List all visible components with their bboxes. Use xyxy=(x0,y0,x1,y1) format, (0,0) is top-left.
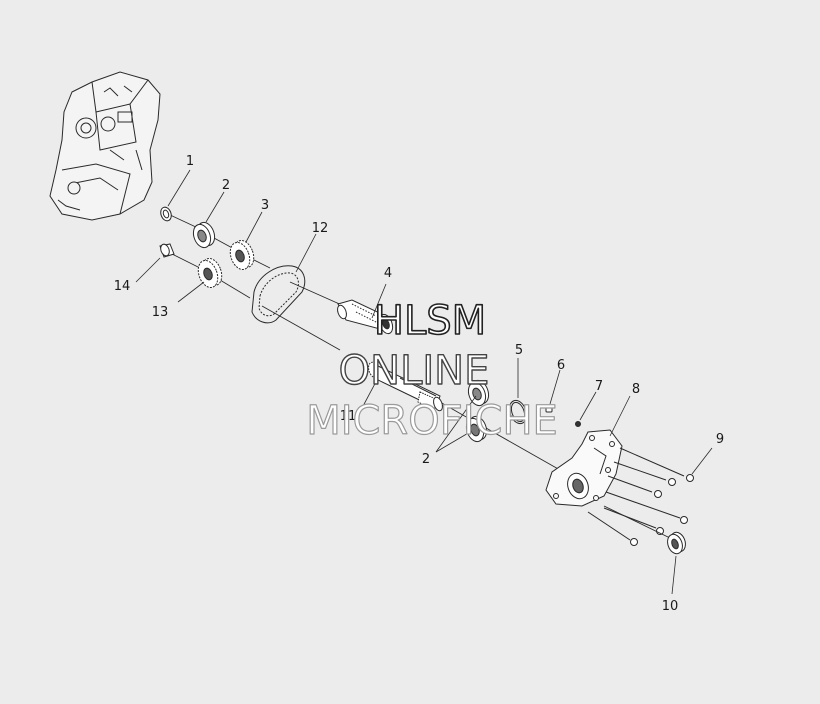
part-3-gear xyxy=(229,239,255,271)
callout-14: 14 xyxy=(114,279,131,294)
part-2-bearing-lower-a xyxy=(467,379,490,407)
callout-2-lower: 2 xyxy=(422,452,430,467)
callout-6: 6 xyxy=(557,358,565,373)
callout-12: 12 xyxy=(312,221,329,236)
callout-4: 4 xyxy=(384,266,392,281)
watermark: HLSM ONLINE MICROFICHE xyxy=(306,297,559,444)
transmission-housing xyxy=(49,71,161,221)
part-9-bolts xyxy=(587,447,694,546)
part-1-snap-ring xyxy=(160,206,172,222)
part-13-gear xyxy=(197,257,223,289)
part-4-output-shaft xyxy=(337,299,394,335)
callout-5: 5 xyxy=(515,343,523,358)
watermark-line-2: ONLINE xyxy=(339,348,490,394)
callout-3: 3 xyxy=(261,198,269,213)
part-7-plug xyxy=(575,421,581,427)
part-8-cover-housing xyxy=(545,429,623,507)
part-12-drive-chain xyxy=(251,265,306,324)
watermark-line-3: MICROFICHE xyxy=(306,398,558,444)
part-5-o-ring xyxy=(508,399,528,425)
callout-8: 8 xyxy=(632,382,640,397)
part-11-input-shaft xyxy=(368,361,443,412)
callout-10: 10 xyxy=(662,599,679,614)
callout-7: 7 xyxy=(595,379,603,394)
lower-axis-line xyxy=(171,253,561,471)
part-2-bearing-upper xyxy=(192,221,216,249)
callout-labels: 1 2 3 12 14 13 4 5 6 7 8 9 10 11 2 xyxy=(114,154,724,614)
part-2-bearing-lower-b xyxy=(465,415,488,443)
part-6-dowel-pin xyxy=(545,405,553,413)
callout-2-upper: 2 xyxy=(222,178,230,193)
part-10-seal xyxy=(603,505,686,555)
callout-11: 11 xyxy=(340,409,357,424)
watermark-line-1: HLSM xyxy=(374,298,486,344)
leader-lines xyxy=(135,169,713,595)
part-14-bushing xyxy=(159,243,175,258)
callout-9: 9 xyxy=(716,432,724,447)
callout-13: 13 xyxy=(152,305,169,320)
callout-1: 1 xyxy=(186,154,194,169)
